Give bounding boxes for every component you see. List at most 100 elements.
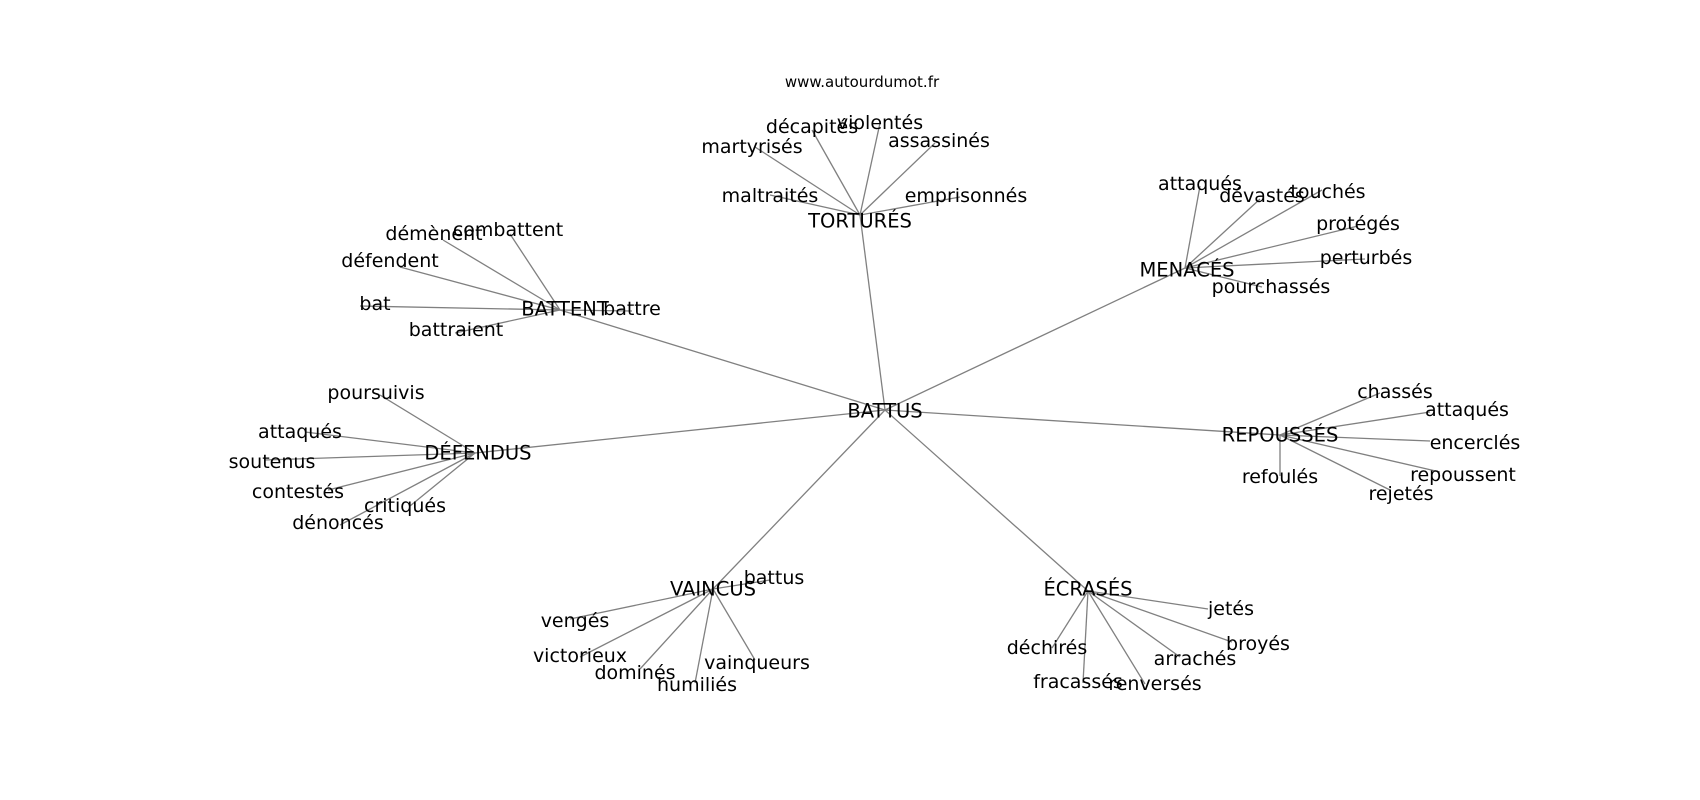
leaf-node-pourchasses: pourchassés — [1212, 276, 1331, 298]
hub-node-ecrases: ÉCRASÉS — [1043, 578, 1132, 601]
hub-node-battent: BATTENT — [521, 298, 609, 321]
edge-ecrases-dechires — [1051, 590, 1089, 649]
hub-node-vaincus: VAINCUS — [670, 578, 756, 601]
leaf-node-critiques: critiqués — [364, 495, 446, 517]
edge-defendus-attaques — [304, 431, 476, 454]
leaf-node-touches: touchés — [1290, 181, 1365, 203]
edge-defendus-critiques — [409, 452, 476, 507]
leaf-node-humilies: humiliés — [657, 674, 737, 696]
leaf-node-attaques: attaqués — [1425, 399, 1509, 421]
edge-center-menaces — [884, 267, 1186, 411]
edge-ecrases-arraches — [1087, 590, 1181, 658]
edge-battent-battre — [559, 309, 633, 312]
edge-center-vaincus — [712, 409, 886, 590]
edge-tortures-martyrises — [754, 146, 861, 216]
leaf-node-dechires: déchirés — [1007, 637, 1088, 659]
edge-battent-battraient — [454, 309, 561, 334]
leaf-node-emprisonnes: emprisonnés — [905, 185, 1028, 207]
edge-menaces-perturbes — [1184, 258, 1366, 269]
edge-repousses-encercles — [1279, 434, 1431, 442]
leaf-node-defendent: défendent — [341, 250, 438, 272]
leaf-node-demenent: démènent — [385, 223, 482, 245]
hub-node-repousses: REPOUSSÉS — [1222, 424, 1339, 447]
edge-repousses-attaques — [1279, 411, 1431, 436]
edge-center-defendus — [474, 409, 886, 454]
edge-vaincus-domines — [639, 588, 714, 670]
edge-menaces-attaques — [1184, 185, 1201, 269]
edge-defendus-poursuivis — [379, 394, 476, 454]
edge-center-battent — [559, 309, 886, 411]
edge-defendus-contestes — [327, 452, 476, 491]
edge-tortures-decapites — [811, 129, 861, 216]
leaf-node-bat: bat — [359, 293, 390, 315]
edge-battent-defendent — [399, 266, 561, 311]
leaf-node-arraches: arrachés — [1154, 648, 1237, 670]
edge-repousses-repoussent — [1279, 434, 1441, 473]
leaf-node-refoules: refoulés — [1242, 466, 1318, 488]
leaf-node-decapites: décapités — [766, 116, 858, 138]
leaf-node-battus: battus — [744, 567, 805, 589]
edge-ecrases-fracasses — [1082, 590, 1089, 684]
edge-battent-bat — [359, 305, 561, 311]
edge-vaincus-venges — [569, 588, 714, 620]
leaf-node-chasses: chassés — [1357, 381, 1433, 403]
leaf-node-jetes: jetés — [1207, 598, 1254, 620]
center-node: BATTUS — [847, 400, 922, 423]
leaf-node-rejetes: rejetés — [1368, 483, 1433, 505]
leaf-node-venges: vengés — [541, 610, 610, 632]
leaf-node-devastes: dévastés — [1219, 185, 1305, 207]
hub-node-tortures: TORTURÉS — [807, 210, 912, 233]
leaf-node-battraient: battraient — [409, 319, 504, 341]
leaf-node-encercles: encerclés — [1430, 432, 1521, 454]
site-url: www.autourdumot.fr — [785, 73, 940, 91]
leaf-node-perturbes: perturbés — [1320, 247, 1413, 269]
leaf-node-combattent: combattent — [453, 219, 563, 241]
edge-menaces-proteges — [1184, 225, 1359, 269]
leaf-node-contestes: contestés — [252, 481, 344, 503]
edge-ecrases-renverses — [1087, 590, 1146, 685]
leaf-node-renverses: renversés — [1108, 673, 1201, 695]
edge-defendus-soutenus — [264, 452, 476, 461]
graph-labels: www.autourdumot.fr BATTUS TORTURÉS martyri… — [229, 73, 1521, 696]
edge-vaincus-humilies — [694, 588, 714, 684]
edge-tortures-maltraites — [769, 194, 861, 216]
leaf-node-attaques: attaqués — [258, 421, 342, 443]
leaf-node-proteges: protégés — [1316, 213, 1400, 235]
edge-ecrases-broyes — [1087, 590, 1233, 643]
leaf-node-assassines: assassinés — [888, 130, 990, 152]
edge-center-ecrases — [884, 409, 1089, 592]
edge-vaincus-battus — [712, 579, 771, 590]
edge-center-repousses — [884, 409, 1281, 436]
edge-menaces-pourchasses — [1184, 267, 1263, 288]
leaf-node-maltraites: maltraités — [722, 185, 819, 207]
leaf-node-broyes: broyés — [1226, 633, 1290, 655]
edge-repousses-rejetes — [1279, 434, 1391, 491]
leaf-node-fracasses: fracassés — [1033, 671, 1123, 693]
hub-node-defendus: DÉFENDUS — [424, 442, 531, 465]
graph-edges — [264, 122, 1441, 685]
edge-tortures-assassines — [859, 142, 936, 216]
leaf-node-repoussent: repoussent — [1410, 464, 1516, 486]
hub-node-menaces: MENACÉS — [1139, 259, 1234, 282]
edge-menaces-touches — [1184, 189, 1323, 269]
edge-defendus-denonces — [339, 452, 476, 526]
leaf-node-martyrises: martyrisés — [701, 136, 802, 158]
edge-ecrases-jetes — [1087, 590, 1209, 610]
leaf-node-attaques: attaqués — [1158, 173, 1242, 195]
leaf-node-battre: battre — [603, 298, 661, 320]
edge-menaces-devastes — [1184, 198, 1261, 269]
edge-vaincus-vainqueurs — [712, 588, 756, 661]
edge-center-tortures — [859, 214, 886, 411]
leaf-node-vainqueurs: vainqueurs — [704, 652, 810, 674]
edge-vaincus-victorieux — [579, 588, 714, 658]
edge-repousses-chasses — [1279, 392, 1381, 436]
edge-battent-demenent — [442, 239, 561, 311]
leaf-node-soutenus: soutenus — [229, 451, 316, 473]
leaf-node-denonces: dénoncés — [292, 512, 384, 534]
leaf-node-victorieux: victorieux — [533, 645, 627, 667]
leaf-node-violentes: violentés — [837, 112, 923, 134]
edge-tortures-violentes — [859, 122, 881, 216]
edge-tortures-emprisonnes — [859, 196, 961, 216]
edge-battent-combattent — [509, 233, 561, 311]
